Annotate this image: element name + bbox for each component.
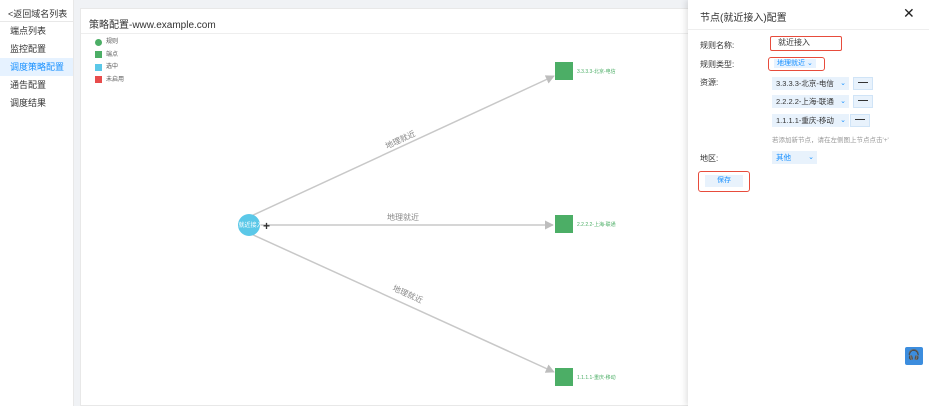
endpoint-label-beijing: 3.3.3.3-北京-电信 [577,68,616,75]
remove-resource-1-button[interactable]: — [853,77,873,90]
chevron-down-icon: ⌄ [840,117,846,124]
region-label: 地区: [700,154,719,163]
legend-rule-swatch [95,38,102,46]
resource-select-2[interactable]: 2.2.2.2-上海-联通 ⌄ [772,95,849,108]
sidebar-item-announce-config[interactable]: 通告配置 [10,80,47,90]
endpoint-node-shanghai[interactable] [555,215,573,233]
close-icon[interactable]: ✕ [903,5,915,21]
rule-name-input[interactable]: 就近接入 [770,36,842,51]
resource-value-2: 2.2.2.2-上海-联通 [776,97,834,106]
sidebar-menu: 端点列表 监控配置 调度策略配置 通告配置 调度结果 [0,22,73,112]
rule-type-label: 规则类型: [700,60,735,69]
edge-to-beijing [248,75,555,218]
divider [81,33,914,34]
legend-selected-swatch [95,63,102,71]
resource-value-1: 3.3.3.3-北京-电信 [776,79,834,88]
sidebar-item-scheduling-result[interactable]: 调度结果 [10,98,47,108]
endpoint-label-chongqing: 1.1.1.1-重庆-移动 [577,374,616,381]
save-button[interactable]: 保存 [705,175,743,187]
add-node-plus-icon[interactable]: + [263,219,270,233]
chevron-down-icon: ⌄ [806,60,813,67]
sidebar-item-endpoints[interactable]: 端点列表 [10,26,47,36]
endpoint-node-beijing[interactable] [555,62,573,80]
legend-item-endpoint: 端点 [95,49,124,62]
sidebar-item-monitor-config[interactable]: 监控配置 [10,44,47,54]
legend: 规则 端点 选中 未启用 [95,36,124,86]
chevron-down-icon: ⌄ [808,154,814,161]
legend-disabled-swatch [95,76,102,84]
legend-endpoint-label: 端点 [106,51,119,58]
sidebar-item-scheduling-policy[interactable]: 调度策略配置 [0,58,73,76]
region-value: 其他 [776,153,791,162]
canvas-title: 策略配置-www.example.com [89,20,216,31]
rule-type-select[interactable]: 地理就近 ⌄ [768,57,825,71]
region-select[interactable]: 其他 ⌄ [772,151,817,164]
node-config-drawer: 节点(就近接入)配置 ✕ 规则名称: 就近接入 规则类型: 地理就近 ⌄ 资源:… [688,0,929,406]
back-to-domain-list-link[interactable]: <返回域名列表 [0,0,73,22]
resource-label: 资源: [700,78,719,87]
edge-to-chongqing [248,232,555,373]
add-node-hint: 若添加新节点，请在左侧图上节点点击'+' [772,137,889,144]
legend-endpoint-swatch [95,51,102,59]
headset-icon[interactable]: 🎧 [905,347,923,365]
chevron-down-icon: ⌄ [840,80,846,87]
legend-item-rule: 规则 [95,36,124,49]
drawer-title: 节点(就近接入)配置 [700,13,787,24]
resource-select-3[interactable]: 1.1.1.1-重庆-移动 ⌄ [772,114,849,127]
topology-graph: 地理就近 地理就近 地理就近 就近接入 + 3.3.3.3-北京-电信 2.2.… [238,62,616,386]
rule-type-value: 地理就近 [777,60,805,67]
resource-value-3: 1.1.1.1-重庆-移动 [776,116,834,125]
center-node-label: 就近接入 [239,221,263,229]
edge-label-chongqing: 地理就近 [391,283,424,305]
remove-resource-2-button[interactable]: — [853,95,873,108]
legend-item-disabled: 未启用 [95,74,124,87]
divider [688,29,929,30]
legend-rule-label: 规则 [106,39,119,45]
save-button-outline: 保存 [698,171,750,192]
resource-select-1[interactable]: 3.3.3.3-北京-电信 ⌄ [772,77,849,90]
legend-item-selected: 选中 [95,61,124,74]
rule-name-label: 规则名称: [700,41,735,50]
remove-resource-3-button[interactable]: — [850,114,870,127]
rule-type-value-wrap: 地理就近 ⌄ [774,59,816,68]
sidebar: <返回域名列表 端点列表 监控配置 调度策略配置 通告配置 调度结果 [0,0,74,406]
center-rule-node[interactable] [238,214,260,236]
endpoint-node-chongqing[interactable] [555,368,573,386]
legend-disabled-label: 未启用 [106,76,125,83]
edge-label-shanghai: 地理就近 [387,212,419,222]
legend-selected-label: 选中 [106,64,119,70]
endpoint-label-shanghai: 2.2.2.2-上海-联通 [577,221,616,228]
chevron-down-icon: ⌄ [840,98,846,105]
